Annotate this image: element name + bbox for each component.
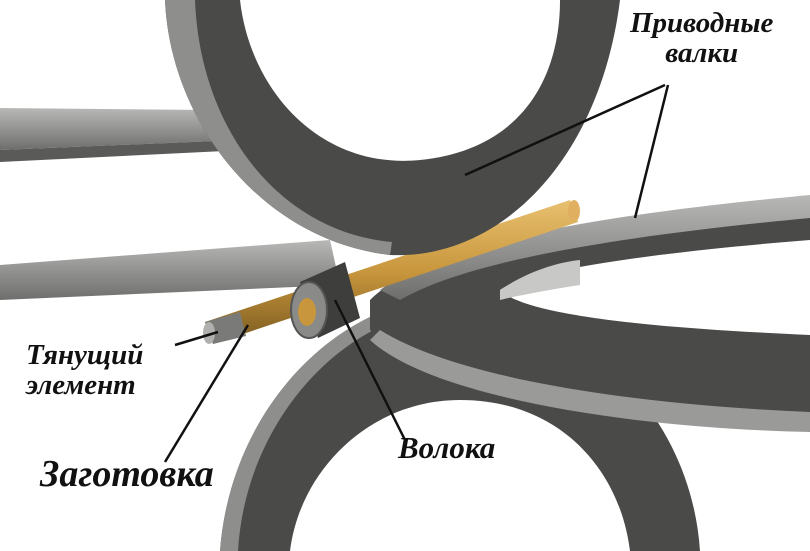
label-pulling-element-line2: элемент [26, 369, 136, 402]
label-die: Волока [398, 430, 496, 465]
label-pulling-element-line1: Тянущий [26, 339, 144, 371]
leader-lines [163, 83, 670, 463]
top-roll [165, 0, 620, 256]
leader-drive-roll-top [464, 83, 666, 177]
right-roll [370, 195, 810, 432]
leader-drive-roll-right [633, 84, 670, 219]
leader-die [333, 299, 407, 441]
label-drive-rolls: Приводные валки [630, 8, 773, 69]
label-drive-rolls-line2: валки [665, 37, 739, 70]
label-pulling-element: Тянущий элемент [26, 340, 143, 401]
leader-pulling-element [174, 330, 219, 347]
label-drive-rolls-line1: Приводные [630, 7, 774, 39]
label-blank: Заготовка [40, 453, 214, 495]
left-roll [0, 108, 340, 300]
leader-blank [163, 324, 250, 463]
pulling-element [203, 312, 246, 344]
